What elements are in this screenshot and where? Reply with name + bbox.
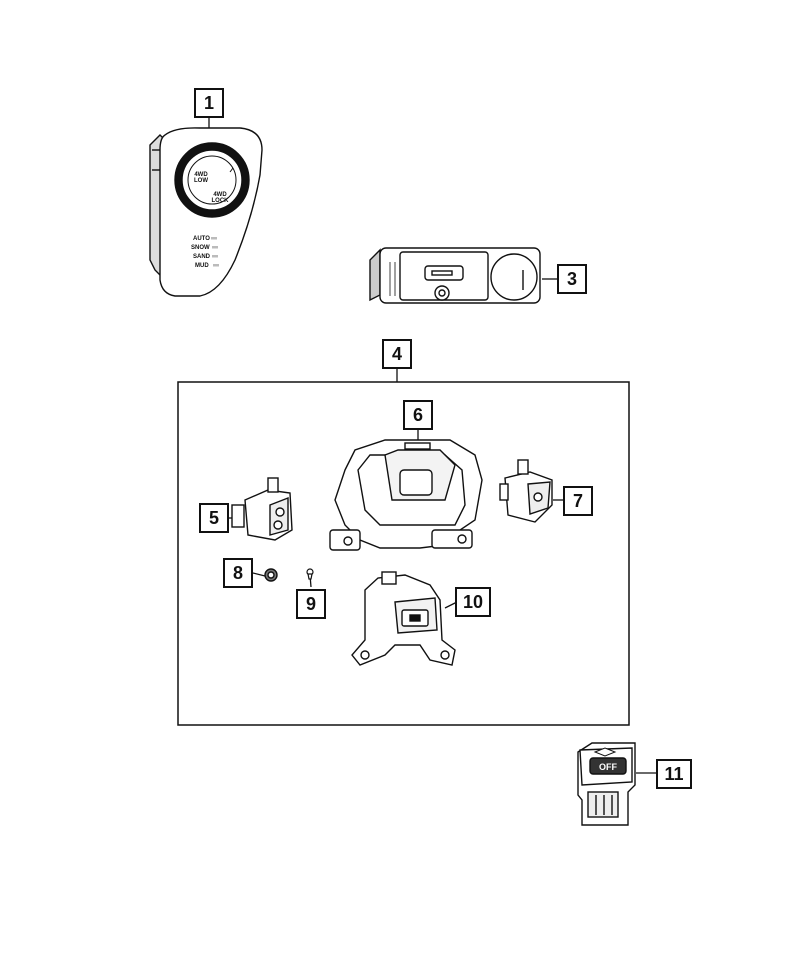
part-11-switch: OFF — [577, 742, 636, 826]
assembly-frame — [177, 381, 630, 726]
leader-8 — [252, 572, 266, 577]
part-5-left-switch — [231, 477, 293, 541]
mode-sand-label: SAND — [193, 254, 211, 260]
mode-snow-label: SNOW — [191, 245, 210, 251]
callout-4: 4 — [382, 339, 412, 369]
part-3-usb-module — [369, 247, 541, 304]
knob-top-label: 4WD — [194, 172, 208, 178]
part-8-screw — [264, 568, 278, 582]
part-7-right-switch — [499, 459, 553, 523]
callout-7: 7 — [563, 486, 593, 516]
callout-6: 6 — [403, 400, 433, 430]
callout-3: 3 — [557, 264, 587, 294]
knob-top-label-2: LOW — [194, 178, 208, 184]
part-11-button-label: OFF — [599, 762, 617, 772]
part-6-bezel — [329, 439, 483, 551]
callout-5: 5 — [199, 503, 229, 533]
callout-9: 9 — [296, 589, 326, 619]
callout-8: 8 — [223, 558, 253, 588]
callout-1: 1 — [194, 88, 224, 118]
part-1-terrain-selector: 4WD LOW 4WD LOCK AUTO SNOW SAND MUD — [149, 127, 263, 297]
knob-bottom-label: 4WD — [213, 192, 227, 198]
mode-mud-label: MUD — [195, 263, 209, 269]
part-10-switch-bracket — [351, 571, 456, 666]
part-9-clip — [306, 568, 314, 580]
callout-10: 10 — [455, 587, 491, 617]
mode-auto-label: AUTO — [193, 236, 210, 242]
knob-bottom-label-2: LOCK — [212, 198, 230, 204]
callout-11: 11 — [656, 759, 692, 789]
